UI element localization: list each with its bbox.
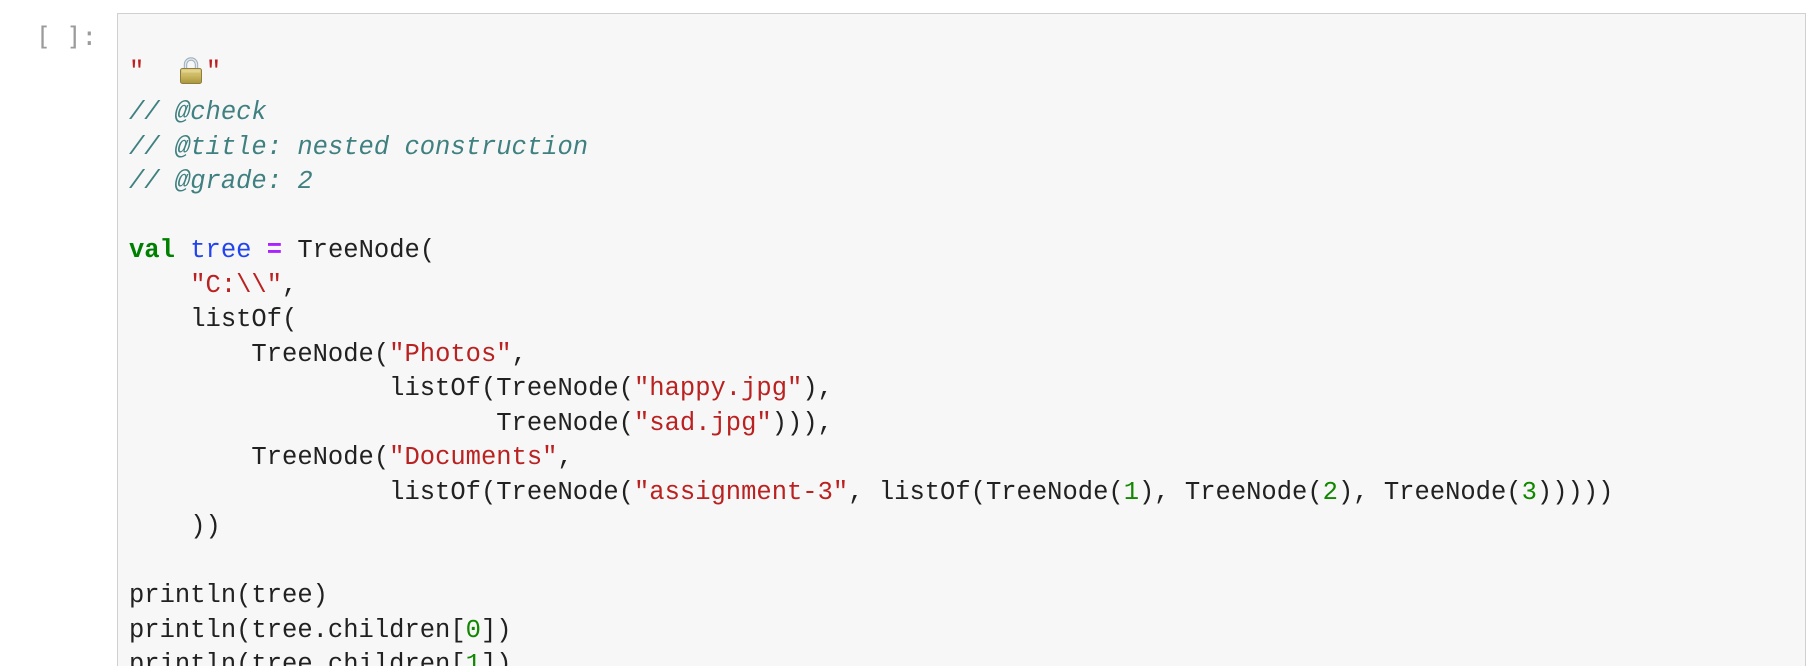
- code-token: listOf(: [129, 305, 298, 334]
- code-token: 1: [465, 650, 481, 666]
- code-token: ": [205, 57, 222, 87]
- code-token: TreeNode(: [129, 339, 390, 369]
- code-line: println(tree.children[0]): [129, 614, 1805, 649]
- code-token: ))),: [771, 408, 833, 438]
- code-line: "C:\\",: [129, 269, 1805, 304]
- code-token: ,: [511, 339, 527, 369]
- code-token: ), TreeNode(: [1139, 477, 1323, 507]
- code-token: ), TreeNode(: [1337, 477, 1522, 507]
- code-token: 3: [1521, 477, 1537, 507]
- code-token: [175, 236, 190, 265]
- code-line: TreeNode("sad.jpg"))),: [129, 407, 1805, 442]
- cell-input-area[interactable]: " "// @check// @title: nested constructi…: [117, 13, 1806, 666]
- code-line: TreeNode("Documents",: [129, 441, 1805, 476]
- code-token: "Documents": [389, 443, 558, 472]
- code-line: println(tree.children[1]): [129, 648, 1805, 666]
- code-token: , listOf(TreeNode(: [848, 477, 1124, 507]
- notebook-code-cell: [ ]: " "// @check// @title: nested const…: [0, 13, 1806, 666]
- code-line: // @check: [129, 96, 1805, 131]
- code-token: "sad.jpg": [633, 408, 772, 438]
- code-token: println(tree): [129, 581, 328, 610]
- code-token: ]): [480, 650, 512, 666]
- code-token: "assignment-3": [633, 477, 849, 507]
- code-token: ,: [282, 270, 298, 300]
- code-token: println(tree.children[: [129, 615, 466, 645]
- code-line: println(tree): [129, 579, 1805, 614]
- code-token: ": [129, 57, 145, 87]
- code-token: ,: [557, 443, 573, 472]
- code-line: listOf(TreeNode("happy.jpg"),: [129, 372, 1805, 407]
- code-token: // @check: [129, 98, 267, 127]
- code-line: listOf(TreeNode("assignment-3", listOf(T…: [129, 476, 1805, 511]
- code-token: [129, 271, 190, 300]
- code-token: 2: [1322, 477, 1338, 507]
- code-editor[interactable]: " "// @check// @title: nested constructi…: [129, 20, 1805, 666]
- code-token: TreeNode(: [129, 443, 390, 472]
- cell-execution-prompt: [ ]:: [35, 22, 97, 52]
- code-line: TreeNode("Photos",: [129, 338, 1805, 373]
- code-token: listOf(TreeNode(: [129, 374, 634, 403]
- code-line: listOf(: [129, 303, 1805, 338]
- code-line: // @title: nested construction: [129, 131, 1805, 166]
- code-line: )): [129, 510, 1805, 545]
- code-token: // @grade: 2: [129, 167, 313, 196]
- code-token: =: [266, 236, 283, 265]
- code-token: "Photos": [389, 339, 512, 369]
- code-token: )): [129, 512, 221, 541]
- code-line: " ": [129, 20, 1805, 96]
- code-token: "happy.jpg": [633, 374, 803, 403]
- code-token: "C:\\": [190, 270, 283, 300]
- code-token: ))))): [1536, 477, 1614, 507]
- code-token: TreeNode(: [282, 236, 436, 265]
- code-token: 1: [1123, 477, 1139, 507]
- code-token: tree: [190, 236, 252, 265]
- code-token: TreeNode(: [129, 408, 634, 438]
- code-line: [129, 545, 1805, 580]
- code-token: 0: [465, 615, 481, 645]
- code-token: ]): [480, 615, 512, 645]
- code-token: val: [129, 236, 175, 265]
- code-line: val tree = TreeNode(: [129, 234, 1805, 269]
- code-token: println(tree.children[: [129, 650, 466, 666]
- code-line: [129, 200, 1805, 235]
- code-token: // @title: nested construction: [129, 132, 589, 162]
- lock-icon: [146, 20, 204, 96]
- code-token: listOf(TreeNode(: [129, 477, 634, 507]
- code-token: ),: [802, 374, 833, 403]
- code-line: // @grade: 2: [129, 165, 1805, 200]
- code-token: [251, 236, 266, 265]
